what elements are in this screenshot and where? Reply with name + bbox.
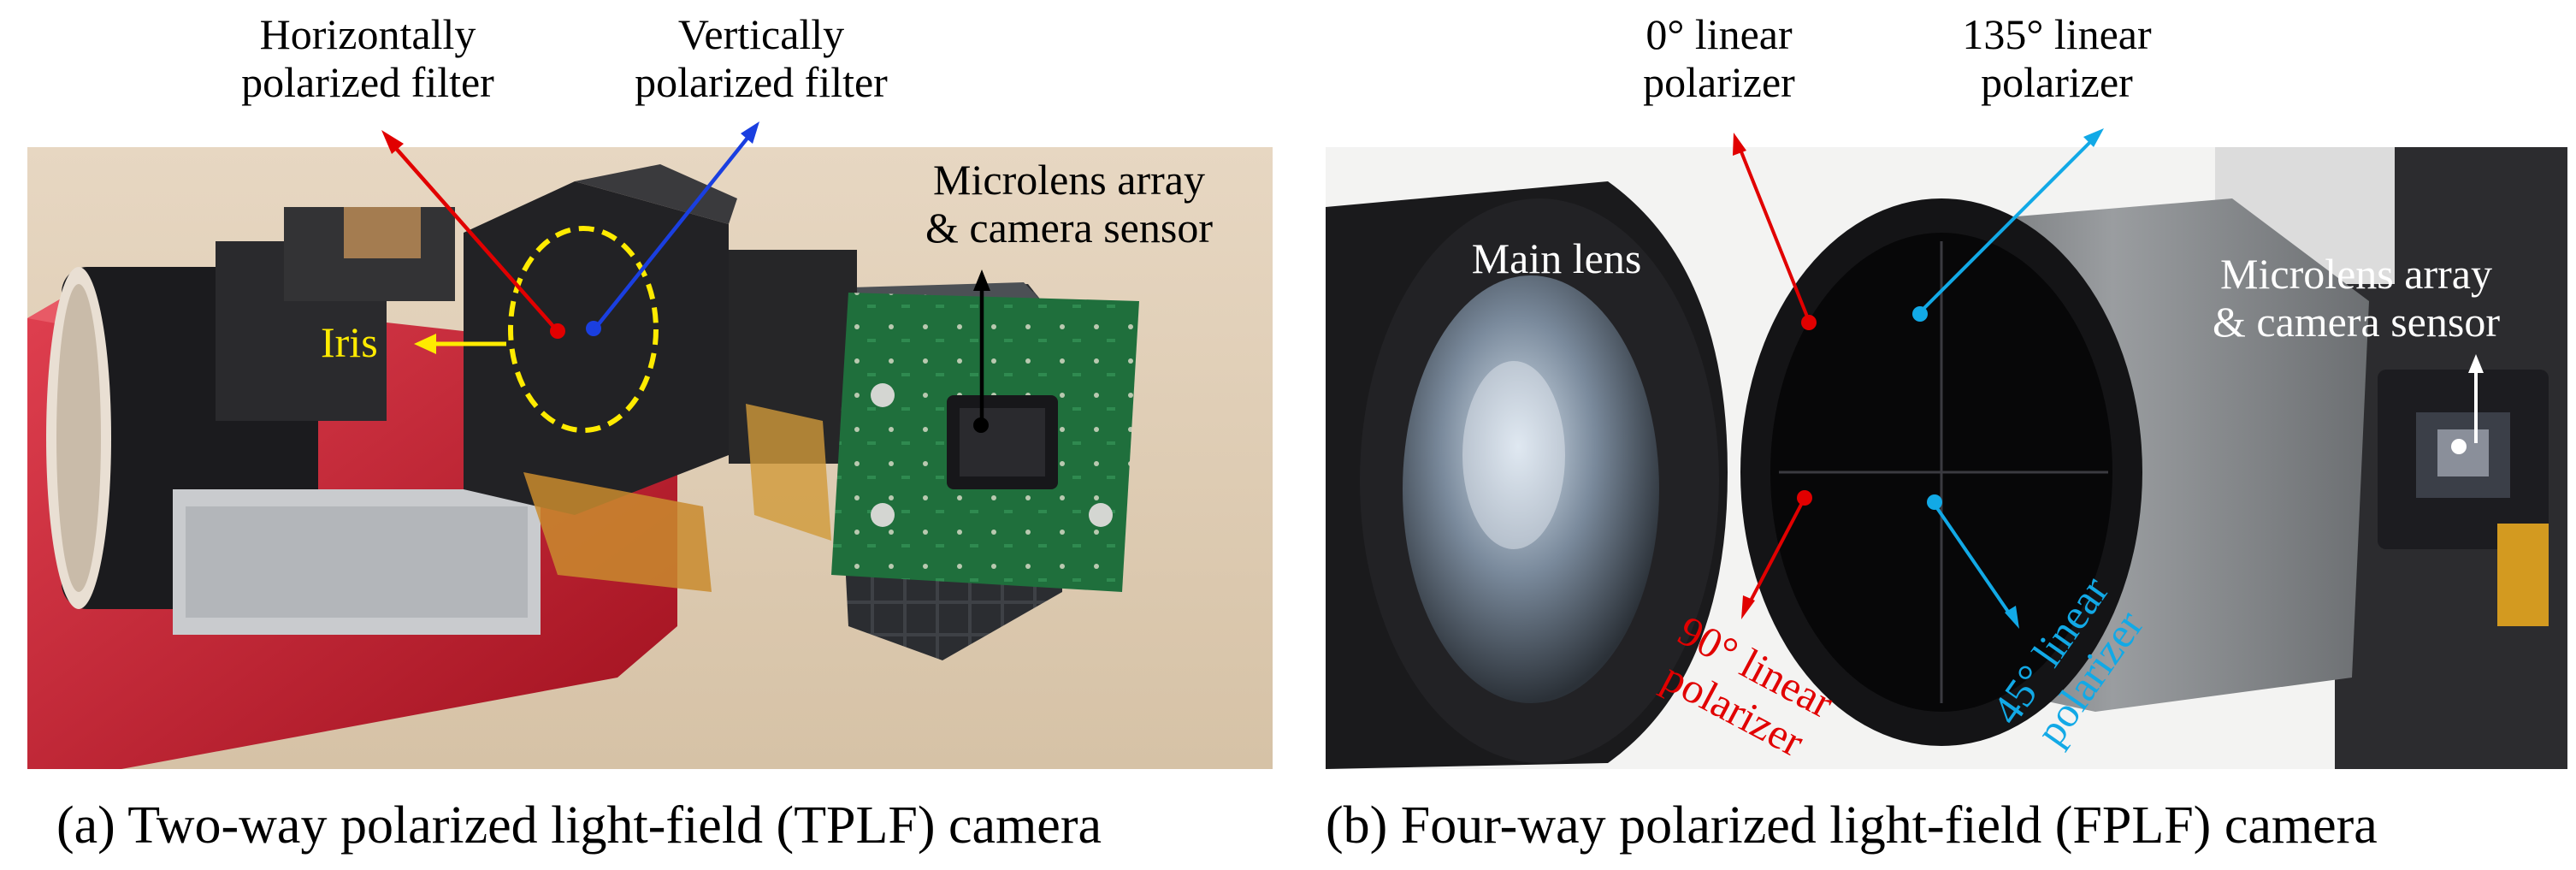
caption-b: (b) Four-way polarized light-field (FPLF… — [1326, 796, 2378, 855]
fplf-camera-photo — [1326, 147, 2567, 769]
fplf-arrows-overlay — [1733, 128, 2484, 629]
pol-90-arrow — [1741, 500, 1805, 619]
tplf-photo-illustration — [27, 147, 1273, 769]
label-pol-135: 135° linear polarizer — [1962, 10, 2152, 106]
microlens-arrow-a — [973, 269, 990, 425]
pol-0-marker — [1801, 315, 1817, 330]
label-microlens-array-a: Microlens array & camera sensor — [925, 156, 1213, 252]
pol-0-arrow — [1733, 133, 1811, 322]
pol-45-marker — [1927, 494, 1942, 510]
label-iris: Iris — [321, 318, 378, 366]
caption-a: (a) Two-way polarized light-field (TPLF)… — [56, 796, 1102, 855]
label-main-lens: Main lens — [1471, 234, 1642, 282]
vertical-filter-arrow — [593, 121, 759, 331]
panel-b: 0° linear polarizer 135° linear polarize… — [1309, 0, 2576, 870]
label-pol-0: 0° linear polarizer — [1643, 10, 1795, 106]
pol-45-arrow — [1935, 506, 2019, 629]
fplf-photo-illustration — [1326, 147, 2567, 769]
microlens-arrow-b — [2468, 354, 2484, 443]
label-horizontally-polarized-filter: Horizontally polarized filter — [241, 10, 494, 106]
label-vertically-polarized-filter: Vertically polarized filter — [635, 10, 888, 106]
iris-highlight-ellipse — [508, 226, 659, 433]
panel-a: Horizontally polarized filter Vertically… — [0, 0, 1283, 870]
iris-arrow — [414, 334, 506, 354]
horizontal-filter-arrow — [381, 130, 558, 331]
tplf-camera-photo — [27, 147, 1273, 769]
pol-135-arrow — [1918, 128, 2104, 314]
tplf-arrows-overlay — [381, 121, 990, 425]
sensor-marker-b — [2451, 439, 2467, 454]
label-microlens-array-b: Microlens array & camera sensor — [2213, 250, 2500, 346]
